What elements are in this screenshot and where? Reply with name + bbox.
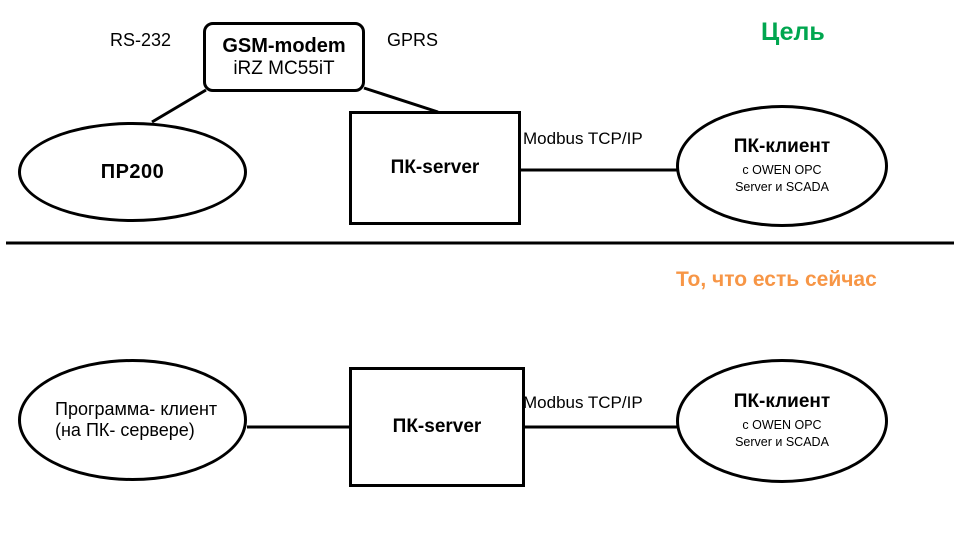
label-rs232: RS-232 (110, 30, 172, 50)
node-pk-server-top: ПК-server (349, 111, 521, 225)
line-pr200-to-gsm (151, 88, 207, 124)
node-gsm-modem-label-line1: GSM-modem (222, 34, 346, 57)
label-gprs: GPRS (387, 30, 439, 50)
node-pk-client-top: ПК-клиент с OWEN OPC Server и SCADA (676, 105, 888, 227)
node-pk-client-bottom-sub: с OWEN OPC Server и SCADA (735, 417, 829, 451)
node-pk-client-bottom-title: ПК-клиент (733, 391, 831, 413)
node-program-client-line1: Программа- (55, 399, 156, 419)
label-modbus-top: Modbus TCP/IP (523, 129, 643, 148)
node-pr200-label: ПР200 (100, 160, 165, 183)
title-now: То, что есть сейчас (676, 268, 877, 291)
node-program-client-text: Программа- клиент (на ПК- сервере) (21, 399, 244, 441)
node-program-client-line2: клиент (на ПК- (55, 399, 218, 440)
label-modbus-bottom: Modbus TCP/IP (523, 393, 643, 412)
node-program-client: Программа- клиент (на ПК- сервере) (18, 359, 247, 481)
node-pk-client-top-title: ПК-клиент (733, 136, 831, 158)
node-pk-server-bottom-label: ПК-server (392, 416, 482, 437)
node-pk-client-top-sub: с OWEN OPC Server и SCADA (735, 162, 829, 196)
node-program-client-line3: сервере) (120, 420, 195, 440)
node-pr200: ПР200 (18, 122, 247, 222)
node-gsm-modem: GSM-modem iRZ MC55iT (203, 22, 365, 92)
node-pk-client-top-sub-line2: Server и SCADA (735, 180, 829, 194)
title-goal: Цель (761, 18, 825, 46)
node-pk-server-bottom: ПК-server (349, 367, 525, 487)
node-gsm-modem-label-line2: iRZ MC55iT (233, 57, 335, 79)
node-pk-server-top-label: ПК-server (390, 157, 480, 178)
node-pk-client-top-sub-line1: с OWEN OPC (742, 163, 822, 178)
node-pk-client-bottom: ПК-клиент с OWEN OPC Server и SCADA (676, 359, 888, 483)
line-gsm-to-pkserver (363, 86, 439, 114)
node-pk-client-bottom-sub-line1: с OWEN OPC (742, 418, 822, 433)
node-pk-client-bottom-sub-line2: Server и SCADA (735, 435, 829, 449)
